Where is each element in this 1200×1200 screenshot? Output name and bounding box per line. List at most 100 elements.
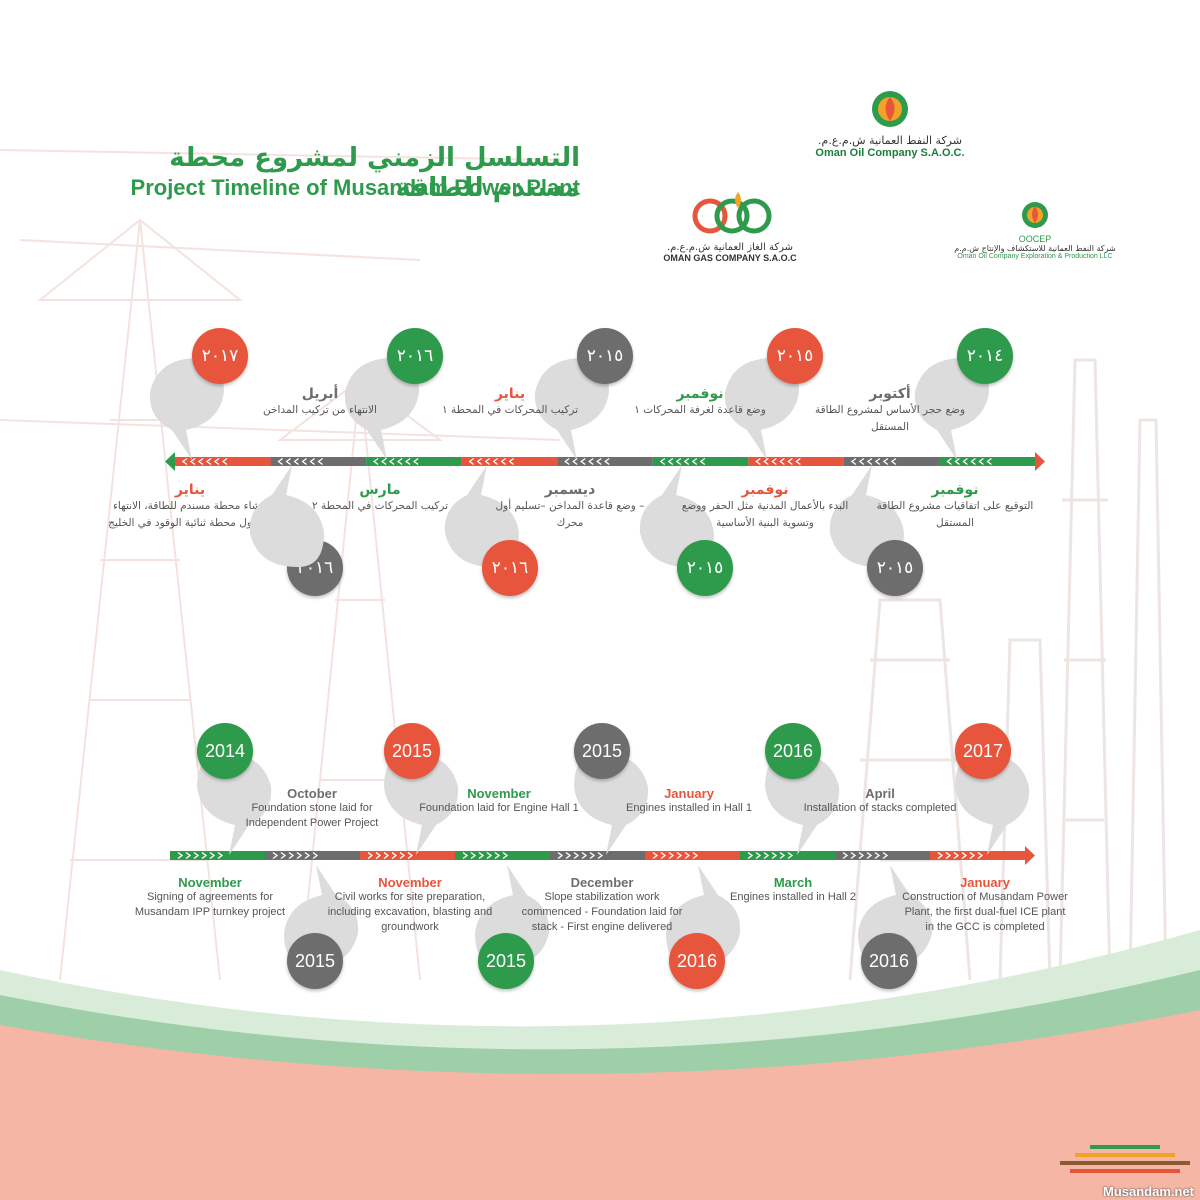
- arrow-chevron-icon: [675, 457, 682, 466]
- event-month: January: [960, 875, 1010, 890]
- speech-bubble-shape: [197, 753, 272, 855]
- arrow-chevron-icon: [954, 457, 960, 466]
- arrow-chevron-icon: [962, 457, 968, 466]
- oman-gas-name-arabic: شركة الغاز العمانية ش.م.ع.م.: [667, 242, 793, 253]
- arrow-chevron-icon: [478, 851, 485, 860]
- arrow-chevron-icon: [882, 851, 889, 860]
- arrow-chevron-icon: [476, 457, 483, 466]
- event-month: نوفمبر: [676, 386, 724, 402]
- arrow-chevron-icon: [309, 457, 315, 466]
- timeline-segment: [265, 851, 360, 860]
- oman-oil-name-english: Oman Oil Company S.A.O.C.: [815, 147, 965, 159]
- title-english: Project Timeline of Musandam Power Plant: [130, 175, 580, 200]
- arrow-chevron-icon: [660, 851, 667, 860]
- year-circle: ٢٠١٦: [387, 328, 443, 384]
- year-circle: ٢٠١٥: [677, 540, 733, 596]
- arrow-chevron-icon: [588, 457, 594, 466]
- speech-bubble-shape: [249, 465, 324, 567]
- arrow-chevron-icon: [692, 851, 699, 860]
- arrow-chevron-icon: [691, 457, 698, 466]
- arrow-chevron-icon: [413, 457, 419, 466]
- arrow-chevron-icon: [502, 851, 509, 860]
- arrow-chevron-icon: [652, 851, 659, 860]
- arrow-chevron-icon: [564, 457, 570, 466]
- event-description: Engines installed in Hall 1: [626, 802, 752, 814]
- musandam-mark-icon: [1060, 1145, 1190, 1173]
- year-circle: ٢٠١٥: [767, 328, 823, 384]
- arrow-chevron-icon: [676, 851, 683, 860]
- arrow-chevron-icon: [304, 851, 311, 860]
- event-month: January: [664, 786, 714, 801]
- arrow-chevron-icon: [468, 457, 475, 466]
- event-month: April: [865, 786, 895, 801]
- event-description: التوقيع على اتفاقيات مشروع الطاقة المستق…: [876, 500, 1034, 529]
- year-circle: 2016: [669, 933, 725, 989]
- year-circle: 2014: [197, 723, 253, 779]
- arrow-chevron-icon: [763, 851, 770, 860]
- timeline-segment: [835, 851, 930, 860]
- event-month: أبريل: [301, 386, 339, 402]
- event-description: Foundation stone laid for Independent Po…: [245, 802, 379, 829]
- arrow-chevron-icon: [288, 851, 295, 860]
- arrow-chevron-icon: [986, 457, 992, 466]
- arrow-chevron-icon: [205, 457, 212, 466]
- speech-bubble-shape: [344, 358, 419, 460]
- arrow-chevron-icon: [699, 457, 706, 466]
- event-description: تركيب المحركات في المحطة ١: [441, 404, 578, 416]
- event-description: Slope stabilization work commenced - Fou…: [521, 891, 683, 933]
- oman-oil-name-arabic: شركة النفط العمانية ش.م.ع.م.: [818, 134, 962, 147]
- arrow-chevron-icon: [492, 457, 499, 466]
- arrow-chevron-icon: [597, 851, 604, 860]
- event-month: December: [570, 875, 634, 890]
- arrow-chevron-icon: [581, 851, 588, 860]
- title-arabic: التسلسل الزمني لمشروع محطة مسندم للطاقة: [169, 143, 580, 203]
- arrow-chevron-icon: [381, 457, 387, 466]
- speech-bubble-shape: [149, 358, 224, 460]
- event-month: October: [287, 786, 337, 801]
- oocep-logo: OOCEP شركة النفط العمانية للاستكشاف والإ…: [950, 200, 1120, 260]
- arrow-chevron-icon: [185, 851, 192, 860]
- timeline-segment: [645, 851, 740, 860]
- arrow-chevron-icon: [659, 457, 666, 466]
- arrow-chevron-icon: [494, 851, 501, 860]
- event-description: البدء بالأعمال المدنية مثل الحفر ووضع وت…: [681, 500, 849, 529]
- arrow-chevron-icon: [850, 851, 857, 860]
- arrow-chevron-icon: [771, 457, 777, 466]
- timeline-event: ديسمبر– وضع قاعدة المداخن –تسليم أول محر…: [485, 482, 655, 532]
- year-circle: 2016: [765, 723, 821, 779]
- musandam-watermark: Musandam.net: [1102, 1184, 1194, 1199]
- arrow-chevron-icon: [787, 457, 793, 466]
- arrow-chevron-icon: [763, 457, 769, 466]
- oman-oil-emblem-icon: [872, 91, 908, 127]
- event-month: يناير: [494, 386, 526, 402]
- oocep-brand: OOCEP: [1018, 234, 1052, 244]
- timeline-segment: [170, 851, 265, 860]
- timeline-arrow-tip: [165, 452, 175, 471]
- arrow-chevron-icon: [858, 851, 865, 860]
- arrow-chevron-icon: [970, 457, 976, 466]
- arrow-chevron-icon: [383, 851, 390, 860]
- arrow-chevron-icon: [946, 457, 952, 466]
- year-circle: ٢٠١٧: [192, 328, 248, 384]
- year-circle: 2017: [955, 723, 1011, 779]
- arrow-chevron-icon: [189, 457, 196, 466]
- arrow-chevron-icon: [572, 457, 578, 466]
- oman-gas-emblem-icon: [692, 192, 772, 234]
- speech-bubble-shape: [534, 358, 609, 460]
- event-month: يناير: [174, 482, 206, 498]
- arrow-chevron-icon: [462, 851, 469, 860]
- arrow-chevron-icon: [391, 851, 398, 860]
- timeline-segment: [360, 851, 455, 860]
- oman-oil-logo: شركة النفط العمانية ش.م.ع.م. Oman Oil Co…: [800, 88, 980, 159]
- arrow-chevron-icon: [221, 457, 228, 466]
